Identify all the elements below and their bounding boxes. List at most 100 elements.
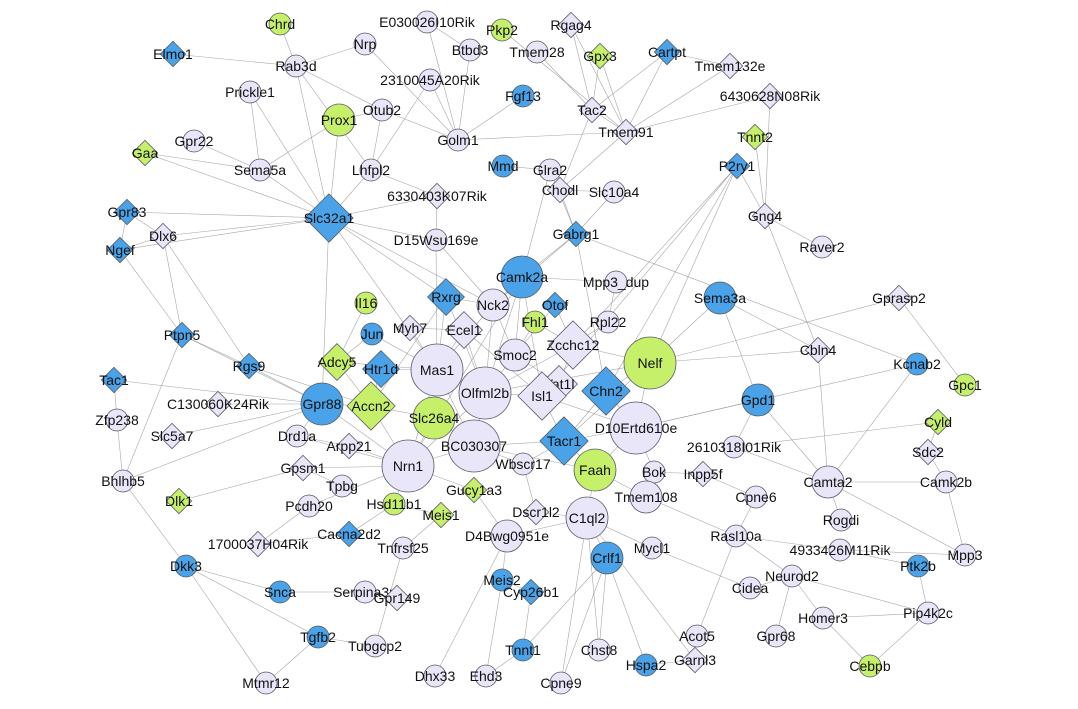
node-Chrd[interactable]: Chrd — [265, 12, 295, 36]
node-Wbscr17[interactable]: Wbscr17 — [495, 452, 551, 476]
node-Ecel1[interactable]: Ecel1 — [445, 311, 483, 349]
node-Rasl10a[interactable]: Rasl10a — [710, 524, 762, 548]
node-Tpbg[interactable]: Tpbg — [326, 474, 358, 498]
node-Meis1[interactable]: Meis1 — [422, 501, 460, 529]
node-Bok[interactable]: Bok — [642, 460, 667, 484]
node-Camk2b[interactable]: Camk2b — [920, 470, 972, 494]
node-Mtmr12[interactable]: Mtmr12 — [242, 671, 290, 695]
node-Dlk1[interactable]: Dlk1 — [165, 487, 193, 515]
node-6330403K07Rik[interactable]: 6330403K07Rik — [387, 182, 488, 210]
node-Chst8[interactable]: Chst8 — [581, 638, 618, 662]
node-Fgf13[interactable]: Fgf13 — [505, 84, 541, 108]
node-Prickle1[interactable]: Prickle1 — [225, 80, 275, 104]
node-Faah[interactable]: Faah — [573, 448, 617, 492]
node-Slc32a1[interactable]: Slc32a1 — [304, 193, 355, 243]
node-Ngef[interactable]: Ngef — [105, 236, 135, 264]
node-Tnnt1[interactable]: Tnnt1 — [505, 638, 541, 662]
node-Smoc2[interactable]: Smoc2 — [493, 338, 537, 372]
node-Dscr1l2[interactable]: Dscr1l2 — [512, 498, 560, 526]
node-Gprasp2[interactable]: Gprasp2 — [872, 284, 926, 312]
node-Dlx6[interactable]: Dlx6 — [149, 222, 177, 250]
node-Tnnt2[interactable]: Tnnt2 — [737, 123, 773, 151]
node-Kcnab2[interactable]: Kcnab2 — [893, 352, 941, 376]
node-E030026I10Rik[interactable]: E030026I10Rik — [379, 10, 476, 34]
node-Chodl[interactable]: Chodl — [542, 176, 579, 204]
node-Mycl1[interactable]: Mycl1 — [634, 536, 671, 560]
node-Arpp21[interactable]: Arpp21 — [326, 432, 372, 460]
node-Gpr88[interactable]: Gpr88 — [300, 382, 344, 426]
node-Prox1[interactable]: Prox1 — [321, 103, 358, 137]
node-Pkp2[interactable]: Pkp2 — [486, 18, 518, 42]
node-Gpr149[interactable]: Gpr149 — [374, 584, 421, 612]
node-Nelf[interactable]: Nelf — [623, 336, 677, 390]
node-Cartpt[interactable]: Cartpt — [648, 38, 686, 66]
node-Mmd[interactable]: Mmd — [487, 154, 519, 178]
node-Crlf1[interactable]: Crlf1 — [590, 541, 624, 575]
node-Neurod2[interactable]: Neurod2 — [765, 564, 819, 588]
node-Zcchc12[interactable]: Zcchc12 — [547, 320, 600, 370]
node-Btbd3[interactable]: Btbd3 — [452, 38, 489, 62]
node-1700037H04Rik[interactable]: 1700037H04Rik — [208, 530, 309, 558]
node-Jun[interactable]: Jun — [360, 322, 384, 346]
node-Sdc2[interactable]: Sdc2 — [912, 438, 944, 466]
node-Fhl1[interactable]: Fhl1 — [521, 310, 549, 334]
node-Tgfb2[interactable]: Tgfb2 — [300, 625, 336, 649]
node-Accn2[interactable]: Accn2 — [346, 381, 396, 431]
node-Dkk3[interactable]: Dkk3 — [170, 554, 202, 578]
node-Cyld[interactable]: Cyld — [924, 408, 952, 436]
node-Sema5a[interactable]: Sema5a — [234, 158, 286, 182]
node-Nrp[interactable]: Nrp — [353, 32, 377, 56]
node-Ptk2b[interactable]: Ptk2b — [900, 554, 936, 578]
node-Gpr22[interactable]: Gpr22 — [175, 129, 214, 153]
node-Camta2[interactable]: Camta2 — [803, 465, 853, 499]
node-Rgag4[interactable]: Rgag4 — [550, 11, 592, 39]
node-Tmem108[interactable]: Tmem108 — [614, 480, 678, 514]
node-Drd1a[interactable]: Drd1a — [278, 424, 316, 448]
node-Tnfrsf25[interactable]: Tnfrsf25 — [377, 536, 429, 560]
node-Lhfpl2[interactable]: Lhfpl2 — [352, 158, 390, 182]
node-Chn2[interactable]: Chn2 — [581, 366, 631, 416]
node-Tmem132e[interactable]: Tmem132e — [695, 52, 766, 80]
node-Otub2[interactable]: Otub2 — [363, 98, 401, 122]
node-Dhx33[interactable]: Dhx33 — [415, 664, 456, 688]
node-Htr1d[interactable]: Htr1d — [362, 350, 400, 388]
node-Adcy5[interactable]: Adcy5 — [318, 343, 357, 381]
node-Golm1[interactable]: Golm1 — [437, 128, 479, 152]
node-Cebpb[interactable]: Cebpb — [849, 654, 891, 678]
node-Camk2a[interactable]: Camk2a — [496, 255, 548, 299]
node-Gpr83[interactable]: Gpr83 — [108, 198, 147, 226]
node-Gucy1a3[interactable]: Gucy1a3 — [446, 476, 502, 504]
node-Cpne9[interactable]: Cpne9 — [540, 671, 582, 695]
node-Cidea[interactable]: Cidea — [732, 576, 769, 600]
node-Mpp3[interactable]: Mpp3 — [947, 543, 983, 567]
node-2310045A20Rik[interactable]: 2310045A20Rik — [380, 68, 481, 92]
node-Elmo1[interactable]: Elmo1 — [153, 40, 193, 68]
node-Mpp3_dup[interactable]: Mpp3_dup — [583, 270, 649, 294]
node-Gpsm1[interactable]: Gpsm1 — [280, 454, 326, 482]
node-4933426M11Rik[interactable]: 4933426M11Rik — [790, 538, 892, 562]
node-Cyp26b1[interactable]: Cyp26b1 — [503, 578, 559, 606]
node-Hspa2[interactable]: Hspa2 — [626, 653, 667, 677]
node-Il16[interactable]: Il16 — [354, 291, 378, 315]
node-Gpx3[interactable]: Gpx3 — [583, 42, 617, 70]
node-Rogdi[interactable]: Rogdi — [823, 508, 860, 532]
node-Gaa[interactable]: Gaa — [132, 139, 159, 167]
node-Mas1[interactable]: Mas1 — [410, 343, 464, 397]
node-C1ql2[interactable]: C1ql2 — [565, 496, 609, 540]
node-Gabrg1[interactable]: Gabrg1 — [553, 220, 600, 248]
node-C130060K24Rik[interactable]: C130060K24Rik — [167, 390, 270, 418]
node-Gpc1[interactable]: Gpc1 — [948, 373, 982, 397]
node-Rgs9[interactable]: Rgs9 — [233, 352, 266, 380]
node-Raver2[interactable]: Raver2 — [799, 235, 845, 259]
node-Pip4k2c[interactable]: Pip4k2c — [903, 601, 953, 625]
node-Tacr1[interactable]: Tacr1 — [539, 416, 589, 466]
node-Gpr68[interactable]: Gpr68 — [757, 624, 796, 648]
node-Tac2[interactable]: Tac2 — [577, 96, 607, 124]
node-Rxrg[interactable]: Rxrg — [427, 278, 465, 316]
node-Myh7[interactable]: Myh7 — [393, 314, 427, 342]
node-Slc26a4[interactable]: Slc26a4 — [409, 396, 460, 440]
node-Cacna2d2[interactable]: Cacna2d2 — [317, 520, 381, 548]
node-Slc5a7[interactable]: Slc5a7 — [151, 422, 194, 450]
node-6430628N08Rik[interactable]: 6430628N08Rik — [720, 82, 821, 110]
node-Acot5[interactable]: Acot5 — [679, 624, 715, 648]
